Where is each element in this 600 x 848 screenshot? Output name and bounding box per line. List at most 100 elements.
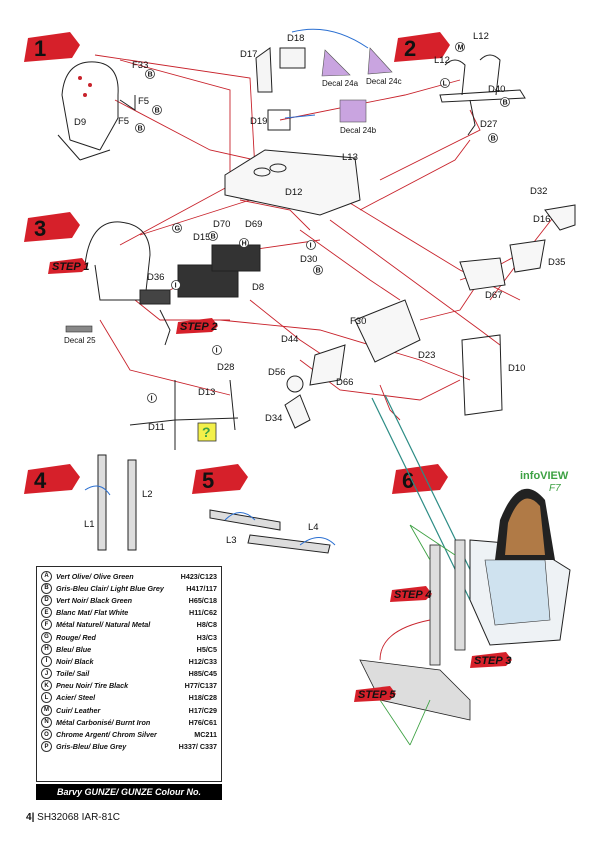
paint-marker-step2: B: [500, 97, 510, 107]
part-label-l3: L3: [226, 535, 237, 546]
paint-letter-badge: D: [41, 594, 52, 606]
decal-label-24c: Decal 24c: [366, 77, 402, 86]
part-label-d13: D13: [198, 387, 215, 398]
part-label-d44: D44: [281, 334, 298, 345]
svg-text:STEP 2: STEP 2: [180, 321, 218, 333]
cockpit-floor: [224, 149, 361, 216]
paint-code: H417/117: [186, 583, 217, 593]
section-3: [84, 221, 261, 450]
paint-code: H423/C123: [180, 571, 217, 581]
part-label-d9: D9: [74, 117, 86, 128]
svg-text:B: B: [148, 72, 153, 79]
svg-text:I: I: [216, 348, 218, 355]
paint-letter-badge: K: [41, 680, 52, 692]
substep-badge-6-5: STEP 5: [354, 686, 396, 702]
svg-text:G: G: [175, 226, 181, 233]
part-label-d10: D10: [508, 363, 525, 374]
paint-name: Gris-Bleu Clair/ Light Blue Grey: [56, 583, 164, 593]
svg-text:M: M: [458, 45, 464, 52]
paint-letter-badge: I: [41, 655, 52, 667]
legend-row: A Vert Olive/ Olive Green H423/C123: [41, 570, 217, 582]
part-label-d40: D40: [488, 84, 505, 95]
paint-name: Bleu/ Blue: [56, 644, 92, 654]
decal-swatches: [65, 28, 393, 333]
svg-text:I: I: [151, 396, 153, 403]
paint-letter-badge: P: [41, 741, 52, 753]
svg-text:4: 4: [34, 468, 47, 493]
svg-text:B: B: [155, 108, 160, 115]
paint-name: Gris-Bleu/ Blue Grey: [56, 742, 127, 752]
paint-code: H5/C5: [196, 644, 217, 654]
paint-marker-step2: M: [455, 42, 465, 52]
substep-badge-6-4: STEP 4: [390, 586, 432, 602]
paint-name: Noir/ Black: [56, 656, 94, 666]
kit-code: SH32068: [37, 812, 79, 823]
part-label-d15: D15: [193, 232, 210, 243]
part-label-d28: D28: [217, 362, 234, 373]
paint-name: Toile/ Sail: [56, 669, 90, 679]
svg-text:B: B: [138, 126, 143, 133]
decal-label-25: Decal 25: [64, 336, 96, 345]
svg-text:STEP 5: STEP 5: [358, 689, 396, 701]
step-badge-4: 4: [24, 464, 80, 494]
paint-code: MC211: [194, 730, 217, 740]
paint-markers-3: G B H I I B I I: [147, 223, 323, 403]
part-label-f30: F30: [350, 316, 366, 327]
svg-text:H: H: [242, 241, 247, 248]
legend-row: K Pneu Noir/ Tire Black H77/C137: [41, 680, 217, 692]
legend-footer: Barvy GUNZE/ GUNZE Colour No.: [36, 784, 222, 800]
paint-code: H12/C33: [188, 656, 217, 666]
seat-parts: [284, 299, 503, 429]
part-label-l13: L13: [342, 152, 358, 163]
paint-letter-badge: G: [41, 631, 52, 643]
part-label-d36: D36: [147, 272, 164, 283]
svg-text:B: B: [316, 268, 321, 275]
part-label-d56: D56: [268, 367, 285, 378]
svg-text:L: L: [443, 81, 448, 88]
help-hint-icon: ?: [197, 422, 217, 442]
part-label-d19: D19: [250, 116, 267, 127]
paint-code: H11/C62: [189, 608, 217, 618]
paint-name: Pneu Noir/ Tire Black: [56, 681, 129, 691]
page-number: 4: [26, 812, 32, 823]
svg-text:3: 3: [34, 216, 46, 241]
page-footer: 4| SH32068 IAR-81C: [26, 812, 120, 823]
part-label-d32: D32: [530, 186, 547, 197]
svg-text:1: 1: [34, 36, 46, 61]
substep-badge-6-3: STEP 3: [470, 652, 512, 668]
paint-name: Métal Carbonisé/ Burnt Iron: [56, 717, 151, 727]
paint-name: Vert Noir/ Black Green: [56, 595, 133, 605]
paint-name: Vert Olive/ Olive Green: [56, 571, 134, 581]
part-label-l2: L2: [142, 489, 153, 500]
legend-row: I Noir/ Black H12/C33: [41, 655, 217, 667]
step-badge-5: 5: [192, 464, 248, 494]
paint-letter-badge: E: [41, 607, 52, 619]
paint-name: Rouge/ Red: [56, 632, 96, 642]
part-label-d34: D34: [265, 413, 282, 424]
paint-letter-badge: A: [41, 570, 52, 582]
paint-marker-step2: B: [488, 133, 498, 143]
svg-text:5: 5: [202, 468, 214, 493]
paint-name: Chrome Argent/ Chrom Silver: [56, 730, 157, 740]
part-label-l1: L1: [84, 519, 95, 530]
svg-text:6: 6: [402, 468, 414, 493]
part-label-d27: D27: [480, 119, 497, 130]
paint-code: H8/C8: [196, 620, 217, 630]
paint-letter-badge: N: [41, 716, 52, 728]
paint-code: H77/C137: [184, 681, 217, 691]
substep-badge-3-1: STEP 1: [48, 258, 90, 274]
part-label-d12: D12: [285, 187, 302, 198]
step-badge-1: 1: [24, 32, 80, 62]
svg-text:B: B: [491, 136, 496, 143]
paint-letter-badge: J: [41, 668, 52, 680]
part-label-d70: D70: [213, 219, 230, 230]
part-label-d66: D66: [336, 377, 353, 388]
